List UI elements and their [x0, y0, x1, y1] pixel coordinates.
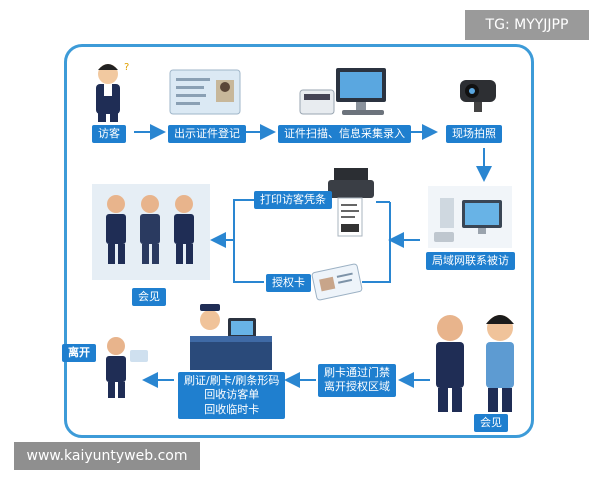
leaving-person-icon: [106, 337, 148, 398]
webcam-icon: [460, 80, 496, 112]
step-leave: 离开: [62, 344, 96, 363]
scanner-computer-icon: [299, 68, 386, 115]
step-swipe-gate: 刷卡通过门禁 离开授权区域: [318, 364, 396, 397]
step-meeting-2: 会见: [474, 414, 508, 433]
step-notify: 局域网联系被访: [426, 252, 515, 271]
step-auth-card: 授权卡: [266, 274, 311, 293]
id-card-icon: [169, 69, 241, 115]
step-scan-id: 证件扫描、信息采集录入: [278, 125, 411, 144]
step-photo: 现场拍照: [446, 125, 502, 144]
meeting-pair-icon: [436, 315, 514, 412]
office-pc-icon: [428, 186, 512, 248]
step-checkout: 刷证/刷卡/刷条形码 回收访客单 回收临时卡: [178, 372, 286, 419]
printer-icon: [328, 168, 374, 237]
watermark-bottom: www.kaiyuntyweb.com: [14, 442, 200, 470]
auth-card-icon: [311, 263, 363, 301]
guard-desk-icon: [190, 304, 272, 370]
step-visitor: 访客: [92, 125, 126, 144]
step-show-id: 出示证件登记: [168, 125, 246, 144]
watermark-top: TG: MYYJJPP: [465, 10, 589, 40]
step-print-slip: 打印访客凭条: [254, 191, 332, 210]
meeting-group-icon: [92, 184, 210, 280]
svg-text:?: ?: [124, 62, 129, 73]
step-meeting-1: 会见: [132, 288, 166, 307]
visitor-figure-icon: ?: [96, 62, 129, 122]
